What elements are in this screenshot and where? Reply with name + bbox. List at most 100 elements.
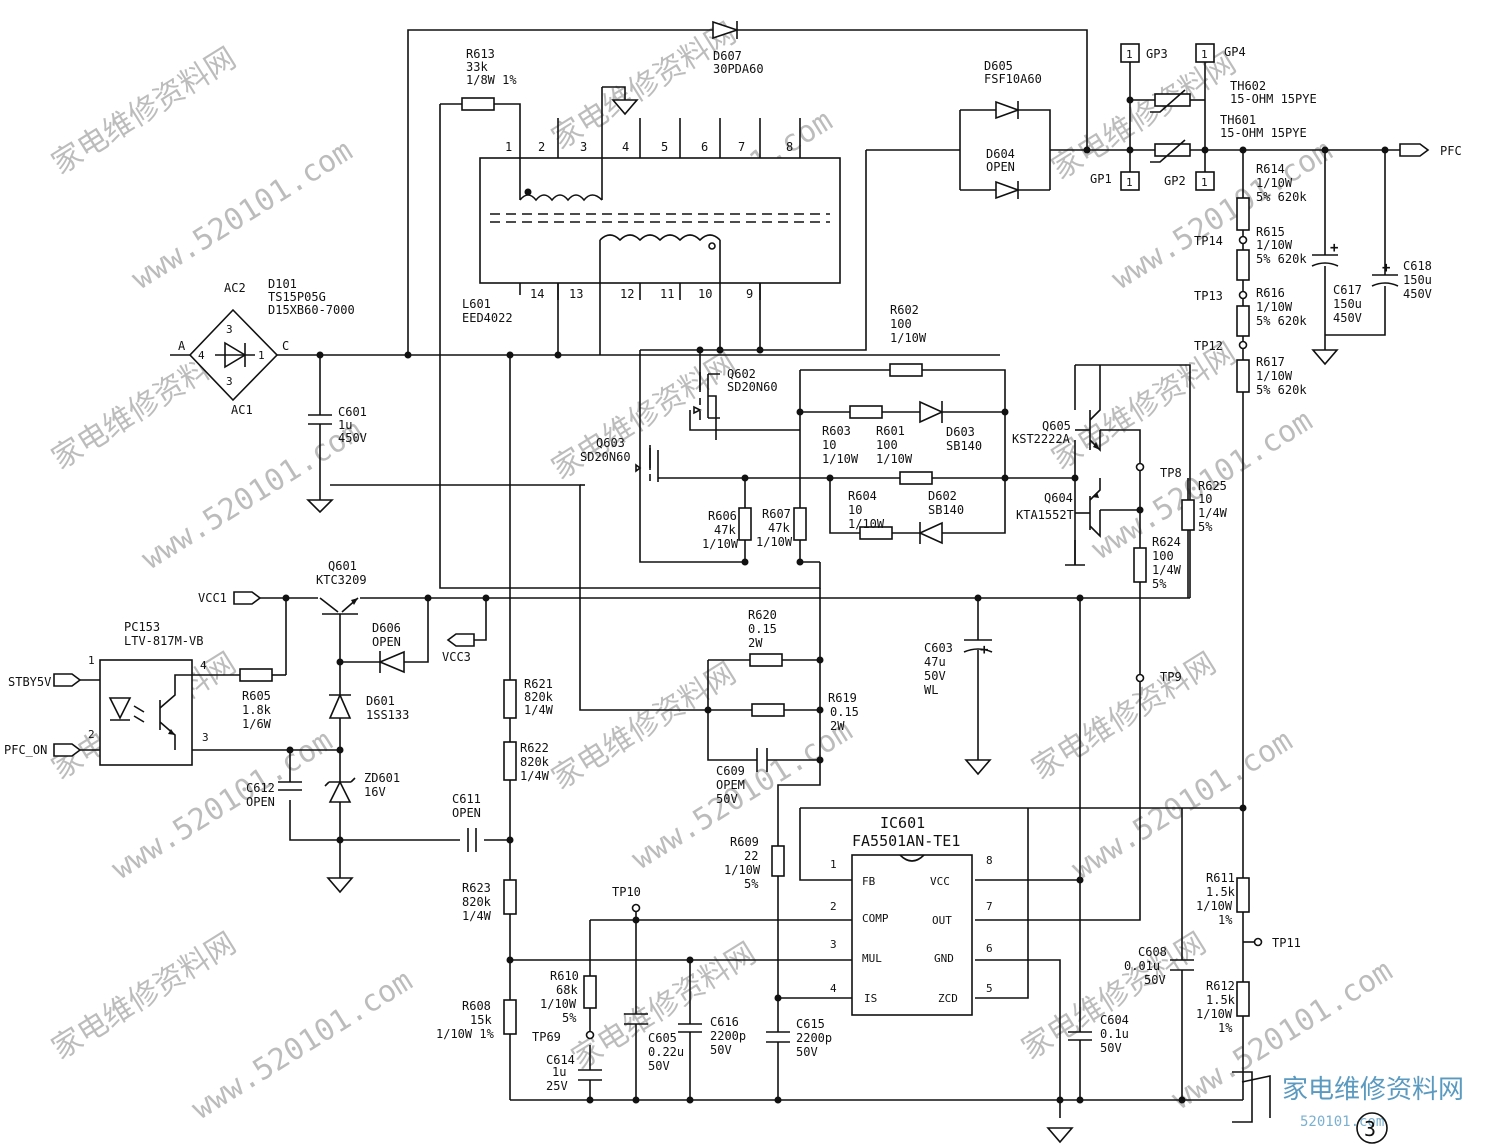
svg-text:47k: 47k: [768, 521, 790, 535]
svg-text:100: 100: [1152, 549, 1174, 563]
vcc1-input: VCC1: [198, 591, 262, 605]
svg-text:5%: 5%: [1198, 520, 1213, 534]
svg-text:IC601: IC601: [880, 814, 925, 832]
svg-text:D603: D603: [946, 425, 975, 439]
svg-text:4: 4: [830, 982, 837, 995]
watermark-text: www.520101.com: [626, 713, 859, 877]
svg-text:520101.com: 520101.com: [1300, 1114, 1384, 1130]
svg-text:1/4W: 1/4W: [1152, 563, 1182, 577]
svg-text:1/10W: 1/10W: [822, 452, 859, 466]
svg-text:SB140: SB140: [928, 503, 964, 517]
svg-text:6: 6: [701, 140, 708, 154]
ac2-label: AC2: [224, 281, 246, 295]
watermark-text: www.520101.com: [1106, 133, 1339, 297]
svg-text:1/10W: 1/10W: [1196, 899, 1233, 913]
svg-text:Q602: Q602: [727, 367, 756, 381]
svg-text:D605: D605: [984, 59, 1013, 73]
svg-text:KTA1552T: KTA1552T: [1016, 508, 1074, 522]
svg-text:OPEM: OPEM: [716, 778, 745, 792]
resistor-r619: R619 0.15 2W: [751, 691, 859, 733]
capacitor-c612: C612 OPEN: [246, 781, 302, 809]
test-point-tp9: TP9: [1135, 670, 1182, 684]
capacitor-c611: C611 OPEN: [452, 792, 481, 852]
svg-text:C615: C615: [796, 1017, 825, 1031]
svg-text:1/10W: 1/10W: [724, 863, 761, 877]
transistor-q601: Q601 KTC3209: [316, 559, 367, 618]
site-logo: 家电维修资料网 520101.com: [1232, 1071, 1464, 1130]
svg-text:R623: R623: [462, 881, 491, 895]
svg-text:PC153: PC153: [124, 620, 160, 634]
svg-text:TP13: TP13: [1194, 289, 1223, 303]
svg-text:1/10W: 1/10W: [756, 535, 793, 549]
test-point-tp8: TP8: [1135, 462, 1182, 480]
bridge-d101: 3 4 1 3 A C AC2 AC1 D101 TS15P05G D15XB6…: [178, 277, 355, 417]
svg-text:450V: 450V: [338, 431, 367, 445]
svg-text:C612: C612: [246, 781, 275, 795]
resistor-r622: R622 820k 1/4W: [503, 741, 550, 783]
svg-text:R610: R610: [550, 969, 579, 983]
svg-text:1/4W: 1/4W: [462, 909, 492, 923]
svg-text:50V: 50V: [648, 1059, 670, 1073]
test-point-tp10: TP10: [612, 885, 641, 913]
resistor-r616: R616 1/10W 5% 620k: [1236, 286, 1307, 337]
svg-text:R601: R601: [876, 424, 905, 438]
svg-text:1: 1: [1201, 48, 1208, 61]
resistor-r602: R602 100 1/10W: [889, 303, 927, 377]
svg-text:2: 2: [830, 900, 837, 913]
svg-text:TP12: TP12: [1194, 339, 1223, 353]
pin-label: 3: [226, 323, 233, 336]
svg-text:100: 100: [876, 438, 898, 452]
svg-text:7: 7: [986, 900, 993, 913]
svg-text:R603: R603: [822, 424, 851, 438]
svg-text:0.22u: 0.22u: [648, 1045, 684, 1059]
svg-text:TP69: TP69: [532, 1030, 561, 1044]
resistor-r613: R613 33k 1/8W 1%: [461, 47, 517, 111]
resistor-r605: R605 1.8k 1/6W: [239, 668, 273, 731]
svg-text:TP14: TP14: [1194, 234, 1223, 248]
svg-text:1/10W: 1/10W: [1256, 176, 1293, 190]
svg-text:SD20N60: SD20N60: [580, 450, 631, 464]
svg-text:10: 10: [698, 287, 712, 301]
svg-text:50V: 50V: [796, 1045, 818, 1059]
svg-text:C618: C618: [1403, 259, 1432, 273]
watermark-text: 家电维修资料网: [546, 346, 743, 487]
svg-text:450V: 450V: [1333, 311, 1362, 325]
svg-text:30PDA60: 30PDA60: [713, 62, 764, 76]
svg-text:5: 5: [661, 140, 668, 154]
svg-text:Q605: Q605: [1042, 419, 1071, 433]
svg-text:4: 4: [200, 659, 207, 672]
svg-text:R605: R605: [242, 689, 271, 703]
zener-zd601: ZD601 16V: [324, 771, 400, 803]
watermark-text: 家电维修资料网: [46, 41, 243, 182]
vcc3-output: VCC3: [442, 633, 475, 664]
svg-text:R615: R615: [1256, 225, 1285, 239]
svg-text:C604: C604: [1100, 1013, 1129, 1027]
svg-text:1/6W: 1/6W: [242, 717, 272, 731]
svg-text:820k: 820k: [524, 690, 554, 704]
svg-text:8: 8: [986, 854, 993, 867]
svg-text:1%: 1%: [1218, 1021, 1233, 1035]
svg-text:1/10W: 1/10W: [1256, 369, 1293, 383]
resistor-r620: R620 0.15 2W: [748, 608, 783, 667]
svg-text:C611: C611: [452, 792, 481, 806]
svg-text:C616: C616: [710, 1015, 739, 1029]
diode-d602: D602 SB140: [918, 489, 964, 545]
resistor-r604-series: [899, 471, 933, 485]
svg-text:C603: C603: [924, 641, 953, 655]
svg-text:WL: WL: [924, 683, 938, 697]
svg-text:15k: 15k: [470, 1013, 492, 1027]
svg-text:R606: R606: [708, 509, 737, 523]
svg-text:1%: 1%: [1218, 913, 1233, 927]
svg-text:D601: D601: [366, 694, 395, 708]
svg-text:68k: 68k: [556, 983, 578, 997]
svg-text:KTC3209: KTC3209: [316, 573, 367, 587]
svg-text:GP2: GP2: [1164, 174, 1186, 188]
svg-text:1: 1: [1201, 176, 1208, 189]
d101-label: TS15P05G: [268, 290, 326, 304]
svg-text:R613: R613: [466, 47, 495, 61]
watermark-text: 家电维修资料网: [46, 926, 243, 1067]
mosfet-q602: Q602 SD20N60: [693, 367, 778, 440]
watermark-text: 家电维修资料网: [1046, 46, 1243, 187]
pfc-output: PFC: [1399, 143, 1462, 158]
resistor-r607: R607 47k 1/10W: [756, 507, 807, 549]
